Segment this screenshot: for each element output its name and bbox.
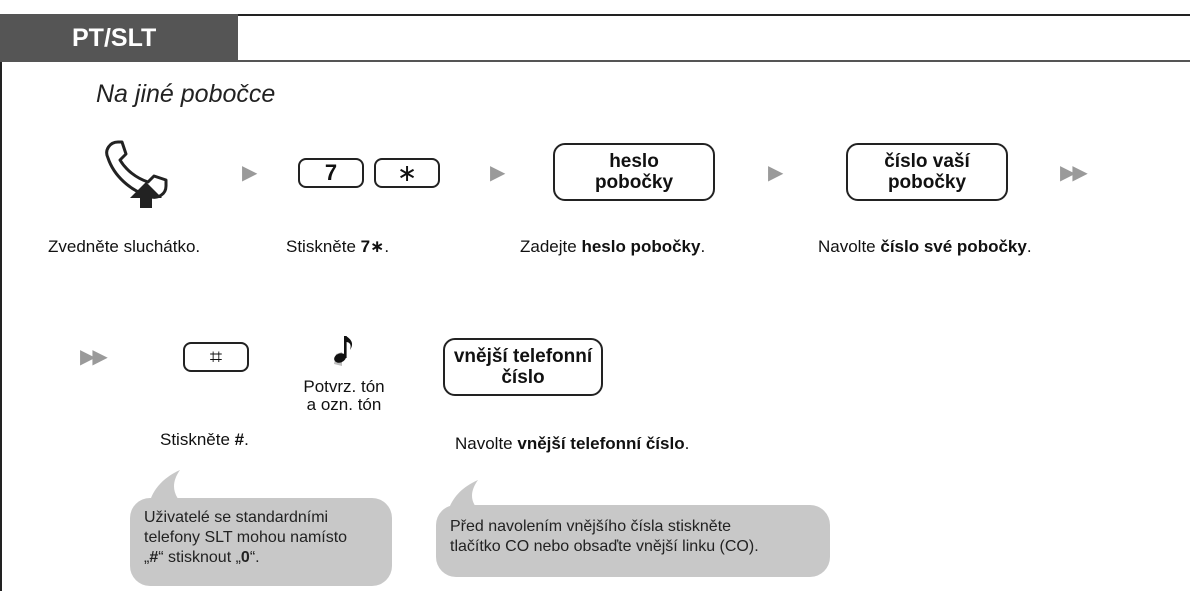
key-star: ∗: [374, 158, 440, 188]
arrow-right-icon: ▶: [768, 162, 784, 184]
note-slt-hash-zero: Uživatelé se standardními telefony SLT m…: [130, 498, 392, 586]
step-caption-press-hash: Stiskněte #.: [160, 430, 249, 449]
key-7: 7: [298, 158, 364, 188]
key-hash: ⌗: [183, 342, 249, 372]
double-arrow-right-icon: ▶▶: [80, 346, 108, 368]
step-caption-dial-outside-number: Navolte vnější telefonní číslo.: [455, 434, 690, 453]
handset-off-hook-icon: [100, 138, 180, 210]
top-frame: [0, 0, 1190, 16]
step-caption-press-7star: Stiskněte 7∗.: [286, 237, 390, 256]
step-caption-lift-handset: Zvedněte sluchátko.: [48, 237, 201, 256]
arrow-right-icon: ▶: [242, 162, 258, 184]
musical-note-icon: [330, 330, 356, 370]
note-seize-co-line: Před navolením vnějšího čísla stiskněte …: [436, 505, 830, 577]
subtitle: Na jiné pobočce: [96, 80, 276, 108]
step-caption-enter-password: Zadejte heslo pobočky.: [520, 237, 706, 256]
step-caption-dial-extension: Navolte číslo své pobočky.: [818, 237, 1032, 256]
left-frame: [0, 14, 2, 591]
double-arrow-right-icon: ▶▶: [1060, 162, 1088, 184]
header-divider: [238, 60, 1190, 62]
arrow-right-icon: ▶: [490, 162, 506, 184]
header-tab: PT/SLT: [0, 14, 238, 62]
